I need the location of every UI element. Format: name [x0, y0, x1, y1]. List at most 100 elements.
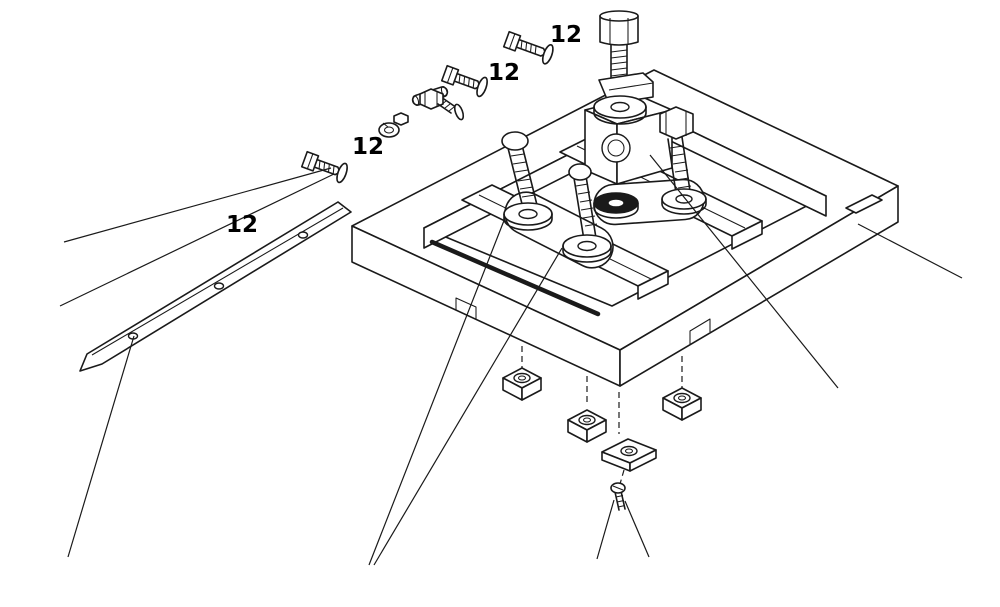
washer-hole — [610, 101, 630, 113]
bolt-threads — [575, 183, 598, 227]
washer-hole — [383, 126, 395, 134]
corner-bracket-fold — [608, 82, 654, 91]
washer-split — [382, 122, 389, 128]
nut-right-face — [681, 397, 702, 421]
screw-head-slot — [508, 33, 516, 50]
frame-notch-corner — [845, 194, 883, 214]
handle-end-left — [412, 95, 420, 106]
square-nut-2 — [567, 409, 607, 443]
plate-hole-inner — [624, 448, 634, 454]
bolt-round-head — [501, 131, 529, 151]
handle-end-right — [440, 86, 448, 97]
bolt-head-facets — [609, 18, 629, 44]
clamp-plate — [601, 438, 657, 472]
screw-threads — [458, 74, 475, 89]
nut-hole-inner — [582, 417, 592, 423]
flat-washer-middle — [562, 234, 612, 263]
screw-head-slot — [306, 153, 314, 170]
t-bolt-hex-facets — [424, 91, 438, 107]
t-bolt — [411, 86, 465, 121]
bolt-round-head — [568, 163, 592, 181]
washer-hole — [675, 194, 693, 204]
t-bolt-threads — [440, 100, 455, 112]
callout-label-1: 12 — [550, 22, 582, 48]
callout-label-3: 12 — [352, 134, 384, 160]
screw-threads — [615, 494, 626, 508]
plate-right-face — [629, 449, 657, 472]
washer-rim — [661, 198, 707, 215]
screw-threads — [318, 160, 335, 175]
square-nut-1 — [502, 367, 542, 401]
washer-rim — [593, 106, 647, 125]
flat-washer-dark — [593, 192, 639, 219]
rail-back-front-face — [731, 220, 763, 250]
leader-backing-bar — [67, 335, 135, 558]
lock-washer — [336, 162, 348, 184]
backing-bar — [79, 201, 352, 372]
machine-screw-b — [440, 64, 488, 98]
block-threaded-hole — [601, 133, 631, 163]
carriage-bolt-middle — [568, 163, 598, 241]
leader-lines — [59, 154, 963, 566]
lock-washer — [541, 44, 554, 65]
callout-labels: 12 12 12 12 — [226, 22, 582, 238]
washer-hole — [607, 198, 625, 208]
square-nut-3 — [662, 387, 702, 421]
nut-hole-inner — [677, 395, 687, 401]
bolt-threads — [610, 49, 628, 83]
t-bolt-washer — [453, 103, 465, 121]
callout-label-2: 12 — [488, 60, 520, 86]
bolt-shaft — [573, 175, 597, 241]
leader-washer-d-1 — [63, 167, 332, 243]
callout-label-4: 12 — [226, 212, 258, 238]
frame-notch-left — [455, 297, 477, 319]
machine-screw-d — [300, 150, 348, 184]
washer-ring — [378, 122, 400, 138]
plate-hole — [620, 445, 638, 457]
leader-washer-middle — [373, 247, 563, 566]
bar-hole-3 — [297, 231, 309, 239]
bolt-head-top — [599, 10, 639, 22]
lock-washer-c — [378, 112, 409, 138]
leader-set-screw-1 — [596, 499, 615, 560]
nut-hole — [513, 372, 531, 384]
nut-right-face — [521, 377, 542, 401]
flat-washer-left — [503, 202, 553, 231]
set-screw — [610, 482, 626, 511]
screw-head-slot — [612, 485, 624, 491]
leader-block — [649, 154, 839, 389]
screw-head-slot — [446, 67, 454, 84]
nut-right-face — [586, 419, 607, 443]
lock-washer — [476, 76, 488, 98]
bolt-head-facets — [665, 110, 687, 136]
leader-washer-left — [368, 217, 506, 566]
bolt-hex-head — [659, 106, 694, 140]
bolt-threads — [510, 153, 536, 198]
washer-hole — [577, 240, 597, 252]
flat-washer-top — [593, 95, 647, 125]
hex-bolt-right — [659, 106, 694, 194]
machine-screw-a — [502, 30, 554, 65]
hidden-line-screw — [619, 469, 625, 485]
screw-threads — [520, 40, 537, 55]
bolt-shaft — [667, 136, 691, 194]
nut-hole-inner — [517, 375, 527, 381]
leader-frame-corner — [857, 223, 963, 279]
small-nut — [393, 112, 409, 126]
washer-hole — [518, 208, 538, 220]
washer-rim — [562, 245, 612, 263]
washer-rim — [503, 213, 553, 231]
flat-washer-right — [661, 188, 707, 215]
rail-front-front-face — [637, 270, 669, 300]
leader-washer-d-2 — [59, 173, 335, 307]
carriage-bolt-left — [501, 131, 538, 209]
bolt-threads — [669, 145, 692, 189]
hidden-lines — [521, 346, 683, 485]
nut-hole — [578, 414, 596, 426]
bar-hole-2 — [213, 282, 225, 290]
block-threaded-hole-inner — [607, 139, 625, 157]
top-hex-bolt — [598, 10, 654, 105]
nut-hole — [673, 392, 691, 404]
